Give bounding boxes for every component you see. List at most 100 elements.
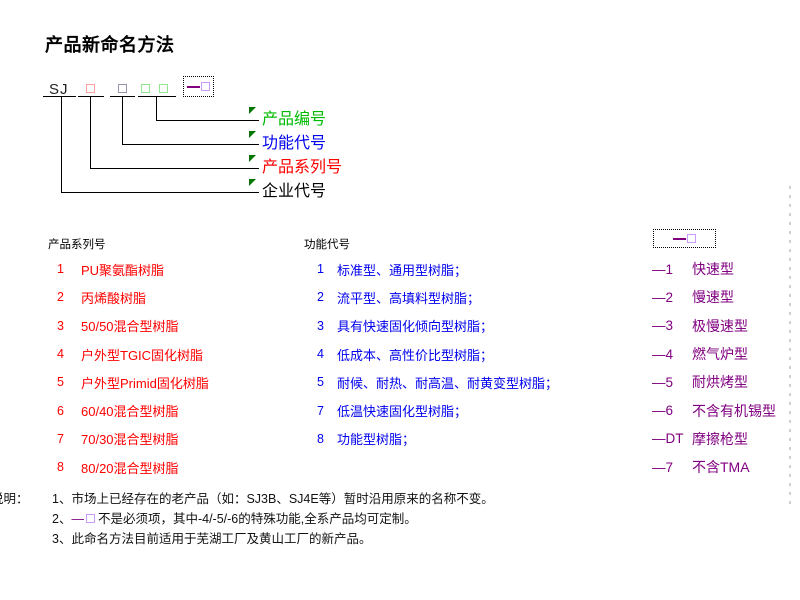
item-code: —2	[652, 289, 674, 305]
list-item: 7 70/30混合型树脂	[48, 425, 209, 453]
item-number: 5	[317, 375, 324, 390]
item-code: —DT	[652, 431, 684, 447]
item-number: 7	[317, 403, 324, 418]
item-text: 丙烯酸树脂	[81, 290, 147, 306]
function-code-box	[118, 84, 127, 93]
connector-line	[122, 96, 123, 144]
series-code-box	[86, 84, 95, 93]
item-text: 不含有机锡型	[692, 402, 776, 419]
connector-line	[156, 120, 259, 121]
item-text: 耐候、耐热、耐高温、耐黄变型树脂；	[337, 375, 559, 391]
item-text: 不含TMA	[692, 459, 750, 476]
diagram-label-company-code: 企业代号	[262, 183, 327, 200]
item-number: 6	[57, 403, 64, 418]
list-item: —7 不含TMA	[652, 453, 776, 481]
error-indicator-icon	[249, 155, 256, 162]
list-item: 2 流平型、高填料型树脂；	[304, 283, 558, 311]
item-code: —5	[652, 374, 674, 390]
list-item: 2 丙烯酸树脂	[48, 283, 209, 311]
suffix-square-icon	[85, 514, 95, 523]
list-item: 8 功能型树脂；	[304, 425, 558, 453]
page-title: 产品新命名方法	[45, 35, 175, 55]
item-number: 3	[57, 318, 64, 333]
suffix-dash-icon	[187, 85, 200, 88]
note-line-1: 1、市场上已经存在的老产品（如：SJ3B、SJ4E等）暂时沿用原来的名称不变。	[52, 492, 494, 506]
connector-line	[122, 144, 259, 145]
item-text: 户外型TGIC固化树脂	[81, 347, 204, 363]
error-indicator-icon	[249, 131, 256, 138]
connector-line	[156, 96, 157, 120]
list-item: 5 耐候、耐热、耐高温、耐黄变型树脂；	[304, 368, 558, 396]
item-number: 7	[57, 431, 64, 446]
suffix-square-icon	[201, 82, 210, 91]
item-text: 50/50混合型树脂	[81, 319, 179, 335]
item-text: 流平型、高填料型树脂；	[337, 290, 481, 306]
list-item: 1 标准型、通用型树脂；	[304, 255, 558, 283]
item-text: 低温快速固化型树脂；	[337, 404, 468, 420]
connector-line	[90, 168, 259, 169]
item-number: 1	[317, 262, 324, 277]
item-text: 功能型树脂；	[337, 432, 416, 448]
item-number: 8	[57, 460, 64, 475]
underline	[138, 96, 176, 97]
list-item: —4 燃气炉型	[652, 340, 776, 368]
suffix-square-icon	[687, 234, 696, 243]
item-text: 户外型Primid固化树脂	[81, 375, 209, 391]
item-number: 1	[57, 262, 64, 277]
item-text: 标准型、通用型树脂；	[337, 262, 468, 278]
item-code: —1	[652, 261, 674, 277]
note-line-3: 3、此命名方法目前适用于芜湖工厂及黄山工厂的新产品。	[52, 532, 372, 546]
list-item: —6 不含有机锡型	[652, 396, 776, 424]
function-column-header: 功能代号	[304, 239, 350, 251]
connector-line	[61, 192, 259, 193]
item-code: —6	[652, 403, 674, 419]
diagram-label-series-code: 产品系列号	[262, 159, 343, 176]
note-line-2: 2、—不是必须项，其中-4/-5/-6的特殊功能,全系产品均可定制。	[52, 512, 417, 526]
product-code-box-2	[159, 84, 168, 93]
item-text: 80/20混合型树脂	[81, 460, 179, 476]
suffix-dash-icon	[673, 237, 686, 240]
item-number: 3	[317, 318, 324, 333]
list-item: 4 户外型TGIC固化树脂	[48, 340, 209, 368]
item-text: 快速型	[692, 261, 734, 278]
underline	[43, 96, 76, 97]
diagram-label-product-code: 产品编号	[262, 111, 327, 128]
item-text: 60/40混合型树脂	[81, 404, 179, 420]
notes-label: 说明：	[0, 492, 29, 506]
item-text: 燃气炉型	[692, 346, 748, 363]
list-item: 7 低温快速固化型树脂；	[304, 396, 558, 424]
item-number: 4	[57, 347, 64, 362]
list-item: —2 慢速型	[652, 283, 776, 311]
suffix-code-list: —1 快速型 —2 慢速型 —3 极慢速型 —4 燃气炉型 —5 耐烘烤型	[652, 255, 776, 481]
list-item: 6 60/40混合型树脂	[48, 396, 209, 424]
list-item: —5 耐烘烤型	[652, 368, 776, 396]
page-break-line	[789, 186, 791, 504]
item-text: 具有快速固化倾向型树脂；	[337, 319, 494, 335]
company-prefix-text: SJ	[49, 81, 69, 98]
list-item: 4 低成本、高性价比型树脂；	[304, 340, 558, 368]
list-item: 8 80/20混合型树脂	[48, 453, 209, 481]
item-code: —4	[652, 346, 674, 362]
product-code-box-1	[141, 84, 150, 93]
suffix-column-header	[653, 229, 716, 248]
item-text: 极慢速型	[692, 317, 748, 334]
diagram-label-function-code: 功能代号	[262, 135, 327, 152]
item-text: 慢速型	[692, 289, 734, 306]
list-item: —3 极慢速型	[652, 312, 776, 340]
list-item: 3 50/50混合型树脂	[48, 312, 209, 340]
item-text: 摩擦枪型	[692, 430, 748, 447]
item-text: 低成本、高性价比型树脂；	[337, 347, 494, 363]
optional-suffix-box	[183, 76, 214, 97]
series-code-list: 1 PU聚氨酯树脂 2 丙烯酸树脂 3 50/50混合型树脂 4 户外型TGIC…	[48, 255, 209, 481]
suffix-dash-text: —	[71, 512, 84, 526]
function-code-list: 1 标准型、通用型树脂； 2 流平型、高填料型树脂； 3 具有快速固化倾向型树脂…	[304, 255, 558, 453]
error-indicator-icon	[249, 179, 256, 186]
item-text: 70/30混合型树脂	[81, 432, 179, 448]
list-item: —DT 摩擦枪型	[652, 425, 776, 453]
list-item: 1 PU聚氨酯树脂	[48, 255, 209, 283]
series-column-header: 产品系列号	[48, 239, 106, 251]
item-text: 耐烘烤型	[692, 374, 748, 391]
list-item: 5 户外型Primid固化树脂	[48, 368, 209, 396]
item-code: —3	[652, 318, 674, 334]
